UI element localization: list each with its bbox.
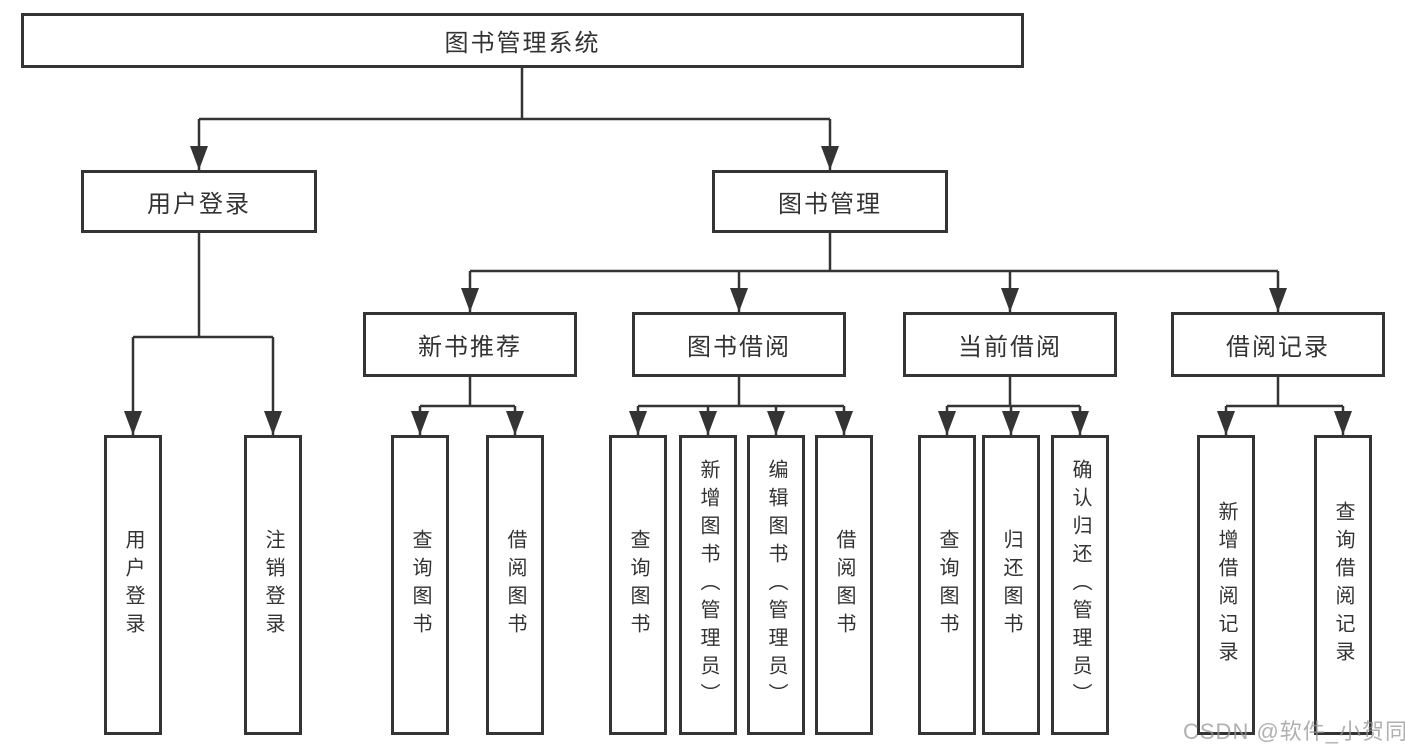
leaf-bb-query-books-label: 查询图书 [627, 529, 649, 641]
leaf-bb-add-books-label: 新增图书（管理员） [697, 459, 719, 711]
node-borrow-records: 借阅记录 [1171, 312, 1385, 377]
node-current-borrow: 当前借阅 [903, 312, 1117, 377]
leaf-user-login: 用户登录 [104, 435, 162, 735]
leaf-bb-query-books: 查询图书 [609, 435, 667, 735]
leaf-logout: 注销登录 [244, 435, 302, 735]
leaf-br-query-record-label: 查询借阅记录 [1332, 501, 1354, 669]
leaf-bb-edit-books-label: 编辑图书（管理员） [765, 459, 787, 711]
leaf-cb-query-books: 查询图书 [918, 435, 976, 735]
leaf-bb-borrow-books: 借阅图书 [815, 435, 873, 735]
node-current-borrow-label: 当前借阅 [958, 334, 1062, 361]
node-book-borrow: 图书借阅 [632, 312, 846, 377]
leaf-cb-return-books-label: 归还图书 [1000, 529, 1022, 641]
leaf-user-login-label: 用户登录 [122, 529, 144, 641]
leaf-rec-borrow-books-label: 借阅图书 [504, 529, 526, 641]
leaf-logout-label: 注销登录 [262, 529, 284, 641]
node-new-book-recommend-label: 新书推荐 [418, 334, 522, 361]
leaf-br-add-record-label: 新增借阅记录 [1215, 501, 1237, 669]
leaf-cb-confirm-return: 确认归还（管理员） [1051, 435, 1109, 735]
leaf-br-add-record: 新增借阅记录 [1197, 435, 1255, 735]
leaf-rec-borrow-books: 借阅图书 [486, 435, 544, 735]
node-book-management-label: 图书管理 [778, 191, 882, 218]
node-book-management: 图书管理 [712, 170, 948, 233]
leaf-bb-add-books: 新增图书（管理员） [679, 435, 737, 735]
node-root-label: 图书管理系统 [444, 30, 601, 57]
node-root: 图书管理系统 [21, 13, 1024, 68]
leaf-bb-edit-books: 编辑图书（管理员） [747, 435, 805, 735]
leaf-cb-return-books: 归还图书 [982, 435, 1040, 735]
leaf-rec-query-books: 查询图书 [391, 435, 449, 735]
leaf-cb-query-books-label: 查询图书 [936, 529, 958, 641]
leaf-rec-query-books-label: 查询图书 [409, 529, 431, 641]
csdn-watermark: CSDN @软件_小贺同学 [1183, 719, 1405, 744]
node-book-borrow-label: 图书借阅 [687, 334, 791, 361]
node-borrow-records-label: 借阅记录 [1226, 334, 1330, 361]
node-new-book-recommend: 新书推荐 [363, 312, 577, 377]
leaf-bb-borrow-books-label: 借阅图书 [833, 529, 855, 641]
node-user-login-label: 用户登录 [147, 191, 251, 218]
leaf-cb-confirm-return-label: 确认归还（管理员） [1069, 459, 1091, 711]
leaf-br-query-record: 查询借阅记录 [1314, 435, 1372, 735]
node-user-login: 用户登录 [81, 170, 317, 233]
